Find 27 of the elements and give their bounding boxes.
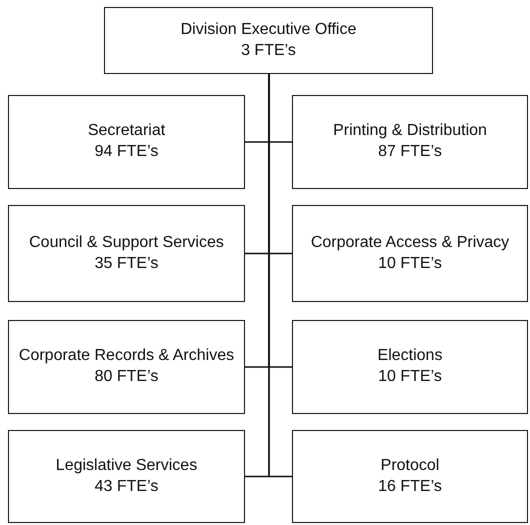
unit-name: Corporate Access & Privacy — [310, 232, 510, 253]
staff-count: 87 FTE’s — [378, 142, 442, 162]
unit-name: Elections — [378, 346, 442, 366]
staff-count: 94 FTE’s — [94, 142, 158, 162]
staff-count: 43 FTE’s — [94, 476, 158, 496]
staff-count: 16 FTE’s — [378, 476, 442, 496]
staff-count: 10 FTE’s — [378, 254, 442, 274]
unit-name: Printing & Distribution — [333, 121, 487, 142]
staff-count: 35 FTE’s — [94, 254, 158, 274]
unit-box — [292, 320, 528, 414]
unit-box — [292, 95, 528, 189]
unit-name: Division Executive Office — [180, 20, 356, 40]
unit-box — [292, 430, 528, 523]
unit-box — [8, 95, 245, 189]
unit-box — [292, 205, 528, 302]
unit-box — [8, 205, 245, 302]
unit-name: Secretariat — [88, 121, 166, 142]
staff-count: 80 FTE’s — [94, 367, 158, 387]
unit-name: Corporate Records & Archives — [18, 346, 234, 366]
unit-box — [8, 320, 245, 414]
unit-name: Protocol — [380, 456, 440, 476]
unit-box — [8, 430, 245, 523]
staff-count: 3 FTE’s — [241, 40, 296, 60]
executive-box — [104, 7, 433, 74]
unit-name: Legislative Services — [56, 456, 198, 476]
staff-count: 10 FTE’s — [378, 367, 442, 387]
unit-name: Council & Support Services — [29, 232, 224, 253]
